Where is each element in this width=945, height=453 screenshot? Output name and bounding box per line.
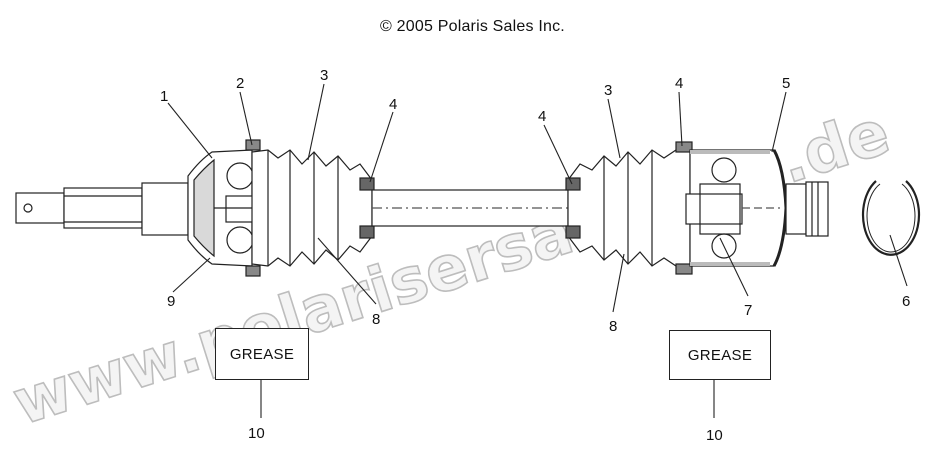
callout-1: 1 <box>160 88 168 105</box>
callout-3-left: 3 <box>320 67 328 84</box>
copyright-notice: © 2005 Polaris Sales Inc. <box>380 18 565 35</box>
callout-7: 7 <box>744 302 752 319</box>
callout-4-mid: 4 <box>538 108 546 125</box>
circlip-ring <box>861 180 921 256</box>
leader-lines <box>167 83 908 418</box>
left-boot <box>251 149 375 267</box>
grease-label-left: GREASE <box>215 328 309 380</box>
watermark-text: www.polarisersatzteile.de <box>5 95 898 439</box>
callout-4-right: 4 <box>675 75 683 92</box>
callout-4-left: 4 <box>389 96 397 113</box>
left-cv-housing <box>187 139 262 277</box>
right-cv-housing <box>685 149 788 267</box>
callout-numbers: 1 2 3 4 4 3 4 5 6 7 8 8 9 10 10 <box>160 67 910 444</box>
callout-6: 6 <box>902 293 910 310</box>
axle-assembly <box>15 139 921 277</box>
callout-10-right: 10 <box>706 427 723 444</box>
callout-3-right: 3 <box>604 82 612 99</box>
callout-5: 5 <box>782 75 790 92</box>
callout-2: 2 <box>236 75 244 92</box>
callout-10-left: 10 <box>248 425 265 442</box>
callout-8-left: 8 <box>372 311 380 328</box>
left-stub-shaft <box>15 182 189 236</box>
callout-8-right: 8 <box>609 318 617 335</box>
grease-label-right: GREASE <box>669 330 771 380</box>
right-stub-shaft <box>785 181 829 237</box>
center-shaft <box>371 189 569 227</box>
callout-9: 9 <box>167 293 175 310</box>
